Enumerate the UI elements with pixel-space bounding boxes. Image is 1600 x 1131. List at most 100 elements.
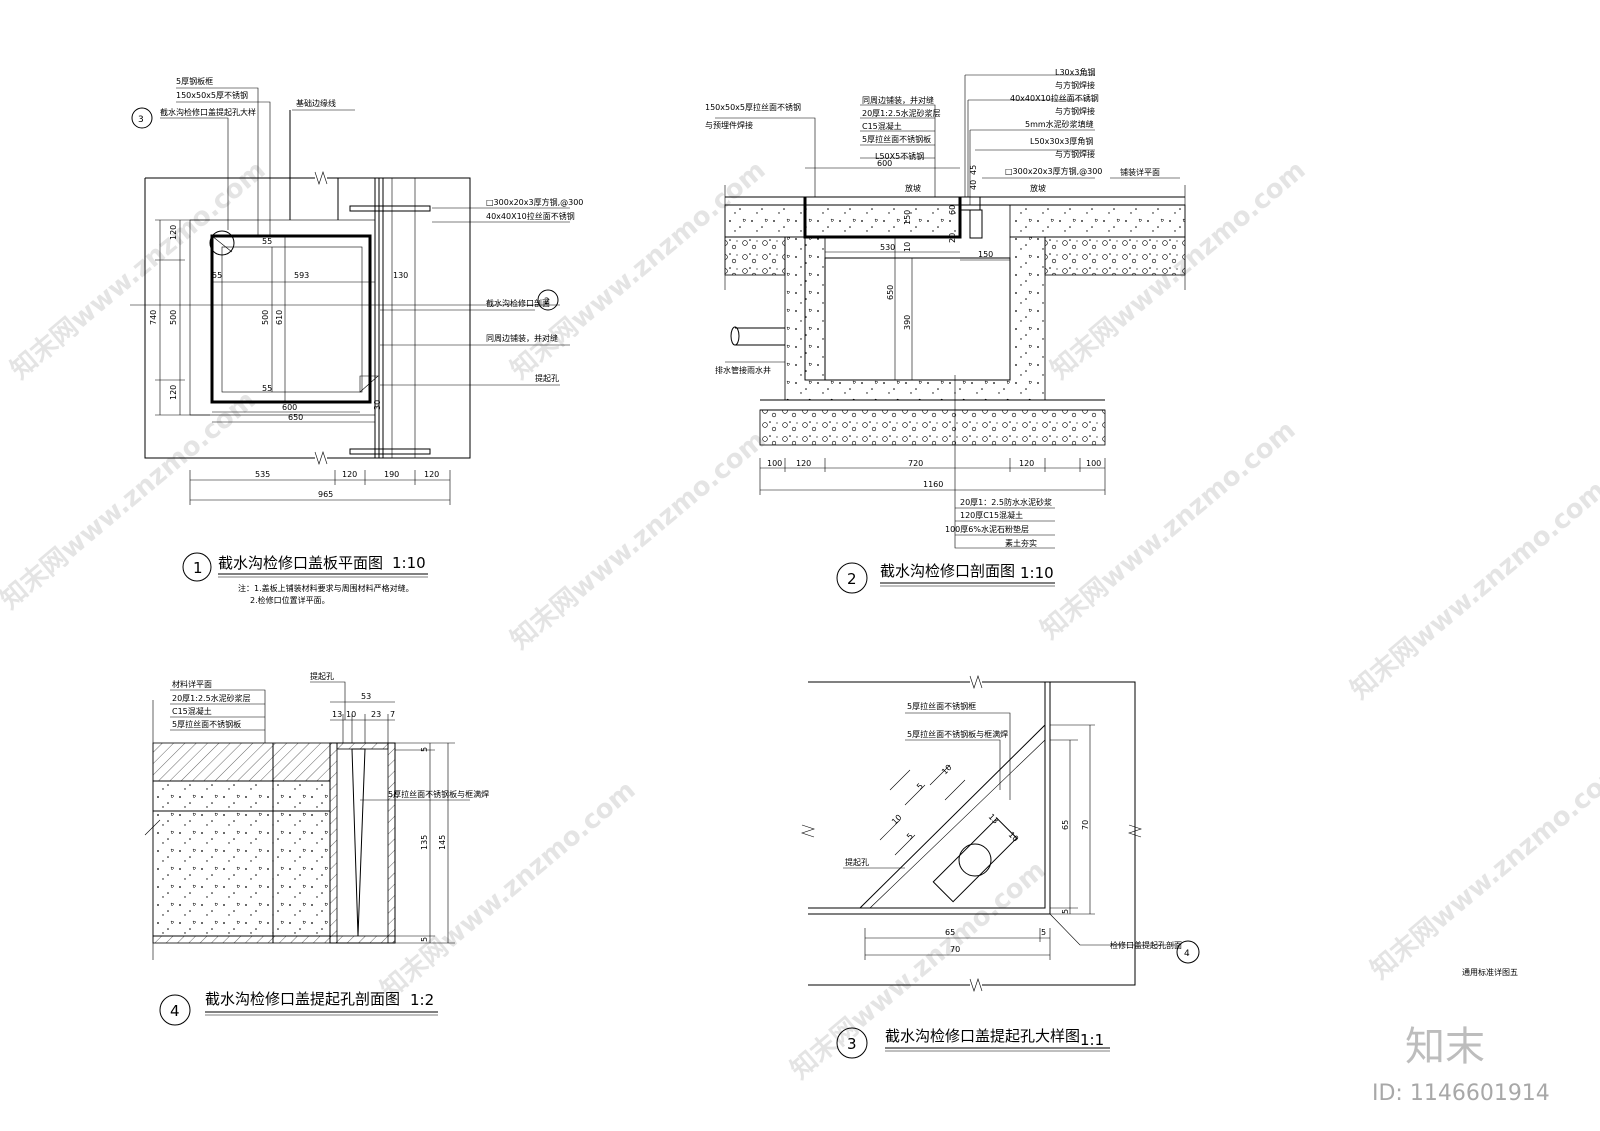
drawing-1-number: 1 [193, 559, 203, 577]
label-ss40: 40x40X10拉丝面不锈钢 [1010, 93, 1099, 103]
dim-190: 190 [384, 470, 399, 479]
dim-13-3: 13 [987, 812, 1001, 826]
label-base-4: 素土夯实 [1005, 538, 1037, 548]
detail-ref-number: 3 [138, 115, 144, 125]
label-same-paving: 同周边铺装，并对缝 [862, 95, 934, 105]
sheet-note: 通用标准详图五 [1462, 967, 1518, 977]
drawing-2-number: 2 [847, 570, 857, 588]
dim-150-a: 150 [903, 210, 912, 225]
label-ss-150: 150x50x5厚不锈钢 [176, 90, 248, 100]
drawing-3-number: 3 [847, 1035, 857, 1053]
label-l50x30: L50x30x3厚角钢 [1030, 136, 1093, 146]
label-base-edge: 基础边缘线 [296, 98, 336, 108]
drawing-2-title: 截水沟检修口剖面图 [880, 562, 1015, 580]
drawing-1-note-2: 2.检修口位置详平面。 [250, 595, 330, 605]
label-ss-40: 40x40X10拉丝面不锈钢 [486, 211, 575, 221]
dim-b100-left: 100 [767, 459, 782, 468]
dim-30: 30 [373, 400, 382, 410]
label-base-3: 100厚6%水泥石粉垫层 [945, 524, 1029, 534]
label-lift-hole-3: 提起孔 [845, 857, 869, 867]
watermark-1: 知末网www.znzmo.com [5, 155, 271, 385]
label-section-ref-3: 检修口盖提起孔剖面 [1110, 940, 1182, 950]
dim-23: 23 [371, 710, 381, 719]
label-plate-4: 5厚拉丝面不锈钢板 [172, 719, 241, 729]
watermark-5: 知末网www.znzmo.com [505, 425, 771, 655]
dim-390: 390 [903, 315, 912, 330]
dim-740: 740 [149, 310, 158, 325]
label-plate-3: 5厚拉丝面不锈钢板与框满焊 [907, 729, 1008, 739]
dim-55-top: 55 [262, 237, 272, 246]
label-mortar5: 5mm水泥砂浆填缝 [1025, 119, 1094, 129]
dim-45: 45 [969, 165, 978, 175]
drawing-3-title: 截水沟检修口盖提起孔大样图 [885, 1027, 1080, 1045]
drawing-1-title: 截水沟检修口盖板平面图 [218, 554, 383, 572]
label-weld-2: 与方钢焊接 [1055, 106, 1095, 116]
section-ref-number: 2 [544, 297, 550, 307]
znzmo-logo: 知末 [1405, 1024, 1485, 1070]
dim-13: 13 [332, 710, 342, 719]
watermark-8: 知末网www.znzmo.com [375, 775, 641, 1005]
dim-10-b: 10 [890, 813, 904, 827]
dim-593: 593 [294, 271, 309, 280]
dim-40: 40 [969, 180, 978, 190]
label-c15: C15混凝土 [862, 121, 902, 131]
label-weld-1: 与方钢焊接 [1055, 80, 1095, 90]
label-ss5: 5厚拉丝面不锈钢板 [862, 134, 931, 144]
label-mat: 材料详平面 [172, 679, 212, 689]
label-embed: 与预埋件焊接 [705, 120, 753, 130]
label-paving-note: 同周边铺装，并对缝 [486, 333, 558, 343]
dim-55-bottom: 55 [262, 384, 272, 393]
label-slope-2: 放坡 [1030, 183, 1046, 193]
label-frame-3: 5厚拉丝面不锈钢框 [907, 701, 976, 711]
label-ss150: 150x50x5厚拉丝面不锈钢 [705, 102, 801, 112]
label-base-1: 20厚1：2.5防水水泥砂浆 [960, 497, 1052, 507]
dim-65-v: 65 [1061, 820, 1070, 830]
label-drain: 排水管接雨水井 [715, 365, 771, 375]
label-lift-hole-4: 提起孔 [310, 671, 334, 681]
dim-650: 650 [288, 413, 303, 422]
watermark-10: 知末网www.znzmo.com [1365, 755, 1600, 985]
label-paving-ref: 铺装详平面 [1120, 167, 1160, 177]
dim-10-c: 10 [1007, 830, 1021, 844]
label-mortar: 20厚1:2.5水泥砂浆层 [172, 693, 251, 703]
label-slope-1: 放坡 [905, 183, 921, 193]
drawing-2-section: L30x3角钢 与方钢焊接 40x40X10拉丝面不锈钢 与方钢焊接 5mm水泥… [705, 67, 1186, 594]
dim-120-a: 120 [342, 470, 357, 479]
label-l50x5: L50X5不锈钢 [875, 151, 924, 161]
dim-130: 130 [393, 271, 408, 280]
drawing-3-scale: 1:1 [1080, 1031, 1104, 1049]
drawing-4-lift-section: 材料详平面 20厚1:2.5水泥砂浆层 C15混凝土 5厚拉丝面不锈钢板 提起孔… [144, 671, 489, 1026]
dim-5-v: 5 [1061, 909, 1070, 914]
dim-7: 7 [390, 710, 395, 719]
label-weld-4: 5厚拉丝面不锈钢板与框满焊 [388, 789, 489, 799]
dim-10-4: 10 [346, 710, 356, 719]
id-text: ID: 1146601914 [1372, 1081, 1550, 1106]
dim-150-b: 150 [978, 250, 993, 259]
dim-965: 965 [318, 490, 333, 499]
dim-600: 600 [877, 159, 892, 168]
dim-53: 53 [361, 692, 371, 701]
watermark-4: 知末网www.znzmo.com [0, 385, 261, 615]
drawing-4-scale: 1:2 [410, 991, 434, 1009]
dim-120-b: 120 [424, 470, 439, 479]
dim-20: 20 [948, 233, 957, 243]
dim-5-a: 5 [915, 781, 925, 791]
label-lift-hole: 提起孔 [535, 373, 559, 383]
drawing-1-plan: 5厚钢板框 150x50x5厚不锈钢 截水沟检修口盖提起孔大样 3 基础边缘线 … [130, 76, 583, 605]
dim-5-top: 5 [420, 747, 429, 752]
label-square-steel: □300x20x3厚方钢,@300 [486, 197, 583, 207]
dim-b720: 720 [908, 459, 923, 468]
dim-650: 650 [886, 285, 895, 300]
dim-5-h: 5 [1041, 928, 1046, 937]
watermark-6: 知末网www.znzmo.com [1035, 415, 1301, 645]
drawing-1-note-1: 注：1.盖板上铺装材料要求与周围材料严格对缝。 [238, 583, 414, 593]
dim-610: 610 [275, 310, 284, 325]
label-detail-ref: 截水沟检修口盖提起孔大样 [160, 107, 256, 117]
dim-530: 530 [880, 243, 895, 252]
label-l30: L30x3角钢 [1055, 67, 1095, 77]
label-base-2: 120厚C15混凝土 [960, 510, 1023, 520]
dim-b100-right: 100 [1086, 459, 1101, 468]
dim-500-left: 500 [169, 310, 178, 325]
watermark-7: 知末网www.znzmo.com [1345, 475, 1600, 705]
